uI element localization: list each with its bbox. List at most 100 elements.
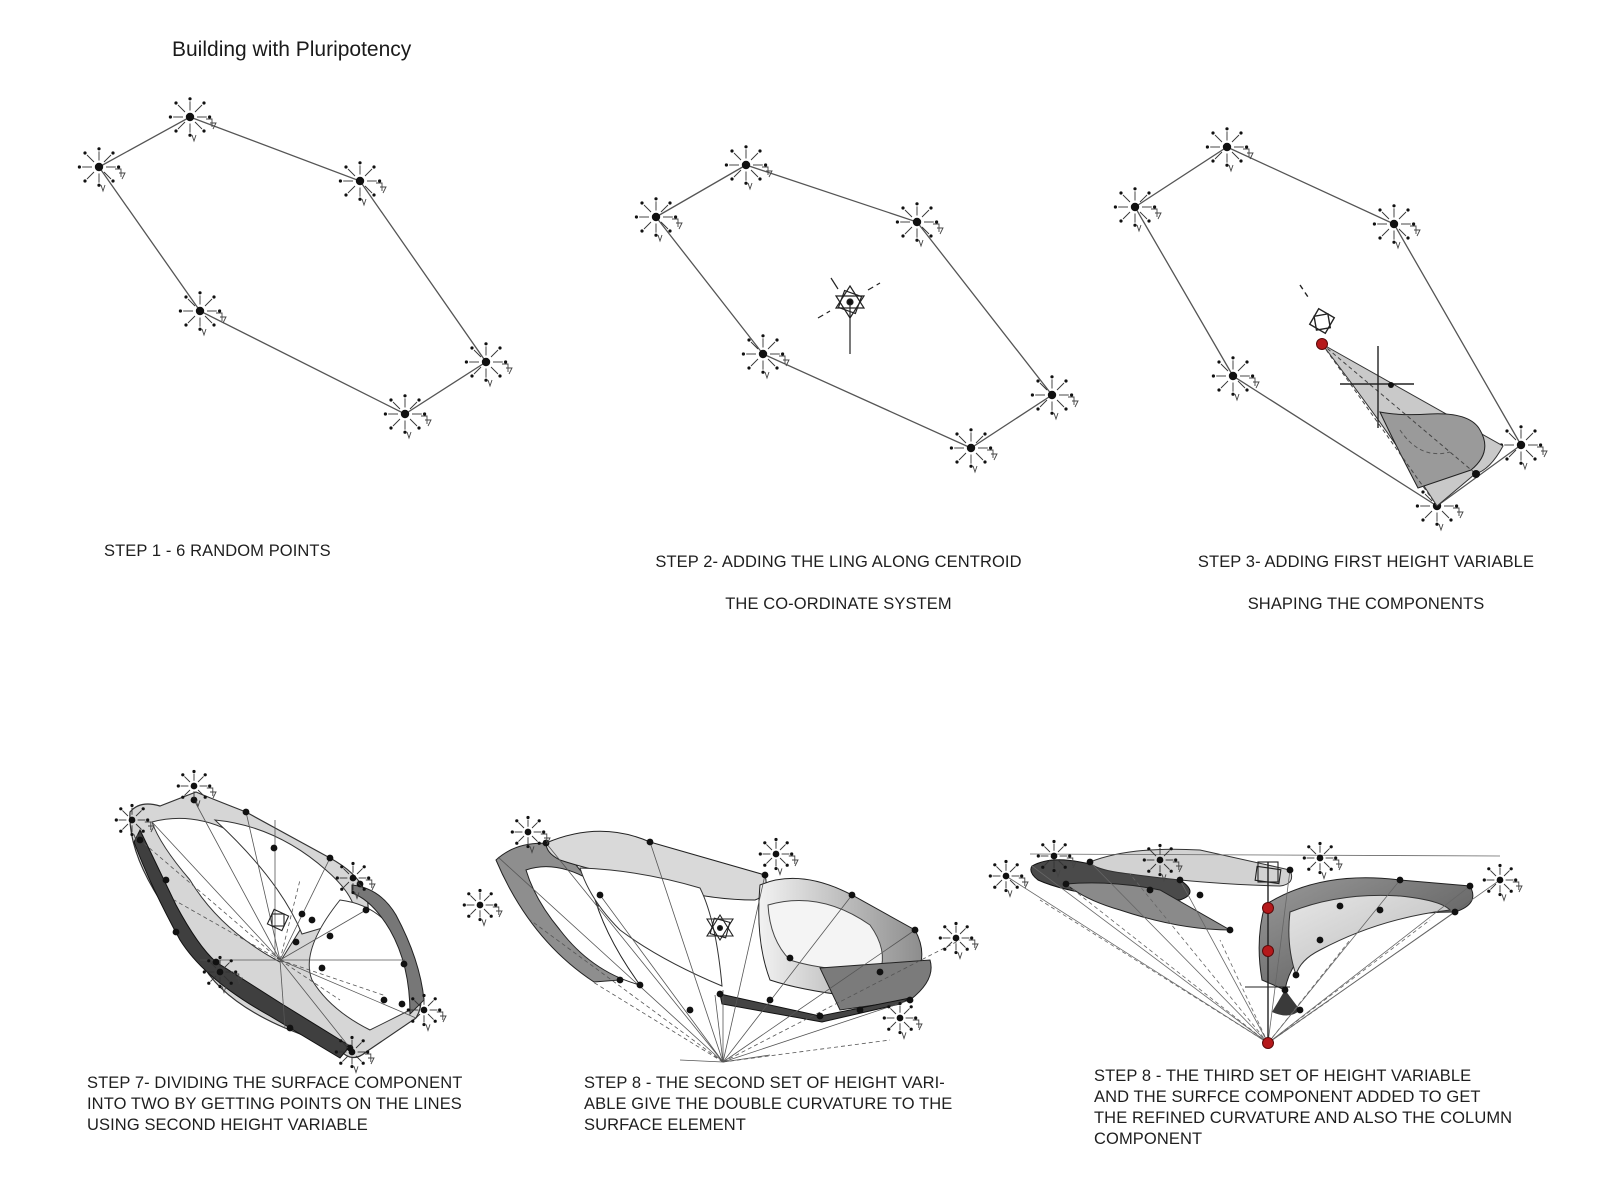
control-point-node — [406, 993, 447, 1032]
surface-point — [326, 932, 334, 940]
surface-point — [326, 854, 334, 862]
surface-point — [270, 844, 278, 852]
surface-point — [1281, 986, 1289, 994]
control-point-node — [882, 1001, 923, 1040]
control-point-node — [1211, 356, 1260, 402]
surface-point — [856, 1006, 864, 1014]
control-point-node — [988, 859, 1029, 898]
step-2-caption: STEP 2- ADDING THE LING ALONG CENTROID T… — [641, 541, 1036, 625]
surface-point — [636, 981, 644, 989]
surface-point — [380, 996, 388, 1004]
control-point-node — [724, 145, 773, 191]
surface-point — [766, 996, 774, 1004]
caption-line: SURFACE ELEMENT — [584, 1116, 746, 1134]
control-point-node — [1036, 839, 1077, 878]
step-7-caption: STEP 7- DIVIDING THE SURFACE COMPONENT I… — [87, 1073, 462, 1136]
caption-line: COMPONENT — [1094, 1130, 1203, 1148]
surface-point — [596, 891, 604, 899]
surface-point — [398, 1000, 406, 1008]
surface-point — [911, 926, 919, 934]
surface-point — [172, 928, 180, 936]
control-point-node — [634, 197, 683, 243]
surface-point — [1451, 908, 1459, 916]
control-point-node — [383, 394, 432, 440]
control-point-node — [510, 815, 551, 854]
first-surface-component — [1321, 343, 1504, 507]
step-1-diagram — [77, 97, 513, 440]
step-3-diagram — [1113, 127, 1548, 532]
surface-point — [1146, 886, 1154, 894]
control-point-node — [1302, 841, 1343, 880]
surface-point — [242, 808, 250, 816]
surface-point — [542, 839, 550, 847]
surface-point — [162, 876, 170, 884]
surface-point — [816, 1012, 824, 1020]
surface-point — [786, 954, 794, 962]
surface-point — [356, 880, 364, 888]
surface-point — [298, 910, 306, 918]
step-3-caption: STEP 3- ADDING FIRST HEIGHT VARIABLE SHA… — [1188, 541, 1544, 625]
surface-point — [646, 838, 654, 846]
control-point-node — [114, 803, 155, 842]
page-title: Building with Pluripotency — [172, 38, 412, 61]
surface-point — [1286, 866, 1294, 874]
surface-point — [1466, 882, 1474, 890]
step-8b-caption: STEP 8 - THE THIRD SET OF HEIGHT VARIABL… — [1094, 1066, 1512, 1150]
control-point-node — [741, 334, 790, 380]
caption-line: STEP 8 - THE THIRD SET OF HEIGHT VARIABL… — [1094, 1067, 1472, 1085]
control-point-node — [176, 769, 217, 808]
surface-point — [761, 871, 769, 879]
centroid-coordinate-system — [817, 277, 881, 354]
height-point-red — [1262, 1037, 1274, 1049]
surface-point — [292, 938, 300, 946]
surface-point — [400, 960, 408, 968]
surface-point — [1086, 858, 1094, 866]
step-2-diagram — [634, 145, 1079, 474]
control-point-node — [178, 291, 227, 337]
control-point-node — [1142, 843, 1183, 882]
control-point-node — [168, 97, 217, 143]
control-point-node — [334, 1035, 375, 1074]
control-point-node — [202, 955, 243, 994]
caption-line: AND THE SURFCE COMPONENT ADDED TO GET — [1094, 1088, 1481, 1106]
surface-point — [362, 906, 370, 914]
control-point-node — [1205, 127, 1254, 173]
control-point-node — [895, 202, 944, 248]
control-point-node — [77, 147, 126, 193]
caption-line: THE CO-ORDINATE SYSTEM — [725, 595, 952, 613]
height-point-red — [1262, 945, 1274, 957]
caption-line: USING SECOND HEIGHT VARIABLE — [87, 1116, 368, 1134]
surface-point — [1316, 936, 1324, 944]
surface-point — [1292, 971, 1300, 979]
step-7-diagram — [114, 769, 447, 1074]
caption-line: THE REFINED CURVATURE AND ALSO THE COLUM… — [1094, 1109, 1513, 1127]
control-point-node — [1482, 863, 1523, 902]
surface-point — [1296, 1006, 1304, 1014]
height-point-red — [1262, 902, 1274, 914]
surface-point — [716, 990, 724, 998]
control-point-node — [1030, 375, 1079, 421]
control-point-node — [1372, 204, 1421, 250]
surface-point — [136, 836, 144, 844]
control-point-node — [462, 888, 503, 927]
control-point-node — [338, 161, 387, 207]
surface-point — [616, 976, 624, 984]
caption-line: ABLE GIVE THE DOUBLE CURVATURE TO THE — [584, 1095, 953, 1113]
control-point-node — [758, 837, 799, 876]
height-variable-axis — [1299, 284, 1414, 428]
surface-point — [876, 968, 884, 976]
surface-point — [212, 958, 220, 966]
surface-point — [1396, 876, 1404, 884]
surface-point — [308, 916, 316, 924]
surface-point — [318, 964, 326, 972]
step-8a-diagram — [462, 815, 979, 1063]
control-point-node — [335, 861, 376, 900]
surface-point — [1196, 891, 1204, 899]
caption-line: INTO TWO BY GETTING POINTS ON THE LINES — [87, 1095, 462, 1113]
surface-point — [1336, 902, 1344, 910]
caption-line: SHAPING THE COMPONENTS — [1247, 595, 1485, 613]
control-point-node — [464, 342, 513, 388]
surface-point — [906, 996, 914, 1004]
caption-line: STEP 1 - 6 RANDOM POINTS — [104, 542, 331, 560]
